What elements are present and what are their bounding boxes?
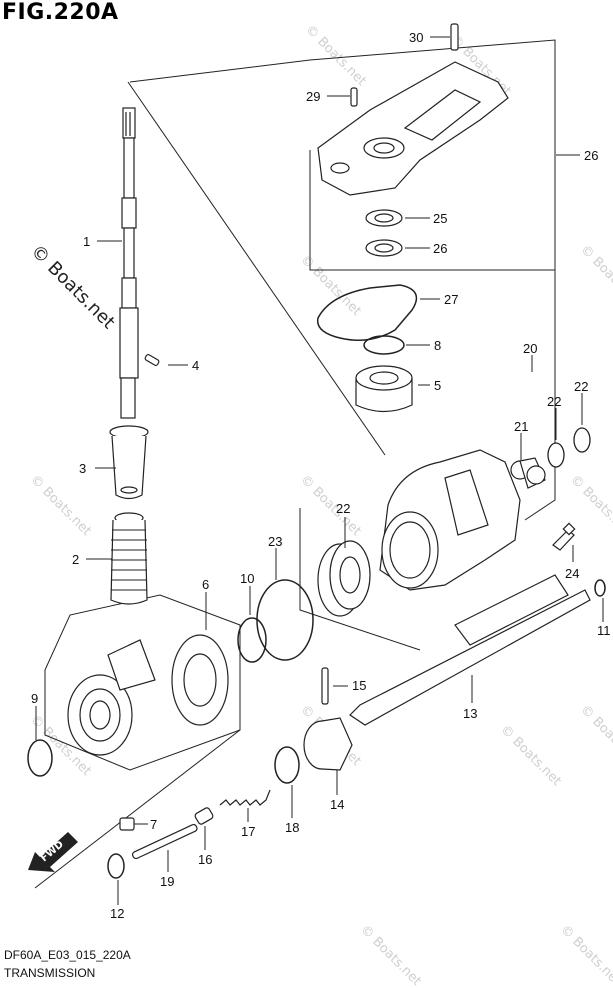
part-drive-shaft — [119, 107, 139, 419]
watermark-faint: © Boats.net — [27, 472, 94, 539]
figure-title: FIG.220A — [2, 0, 119, 25]
part-o-ring-8 — [363, 335, 405, 355]
part-clutch-dog — [303, 717, 353, 771]
part-ring-18 — [274, 746, 300, 784]
watermark-faint: © Boats.net — [497, 722, 564, 789]
callout-11: 11 — [597, 623, 611, 638]
callout-15: 15 — [352, 678, 366, 693]
callout-22b: 22 — [574, 379, 588, 394]
part-pin-30 — [450, 23, 459, 51]
perspective-frames — [34, 39, 556, 889]
callout-4: 4 — [192, 358, 199, 373]
part-sleeve — [109, 425, 149, 500]
watermark-faint: © Boats.net — [577, 242, 613, 309]
callout-12: 12 — [110, 906, 124, 921]
callout-24: 23 — [268, 534, 282, 549]
part-circlip — [594, 579, 606, 597]
part-shim — [547, 442, 565, 468]
part-shift-rod — [131, 823, 198, 860]
part-propeller-shaft — [349, 574, 591, 726]
part-gear-set — [67, 634, 229, 756]
callout-25: 24 — [565, 566, 579, 581]
callout-14: 14 — [330, 797, 344, 812]
callout-20: 20 — [523, 341, 537, 356]
part-mounting-plate — [317, 61, 509, 196]
callout-13: 13 — [463, 706, 477, 721]
watermark-faint: © Boats.net — [297, 472, 364, 539]
part-pinion-housing — [379, 449, 521, 591]
fwd-direction-arrow: FWD — [28, 832, 78, 872]
figure-section-title: TRANSMISSION — [4, 966, 96, 980]
watermark-faint: © Boats.net — [577, 702, 613, 769]
callout-leaders — [35, 36, 604, 905]
callout-8: 8 — [434, 338, 441, 353]
part-nut — [119, 817, 135, 831]
callout-16: 16 — [198, 852, 212, 867]
callout-10: 10 — [240, 571, 254, 586]
part-oil-seal — [365, 239, 403, 257]
callout-6: 6 — [202, 577, 209, 592]
part-gasket — [316, 284, 418, 341]
part-pin-29 — [350, 87, 358, 107]
figure-code: DF60A_E03_015_220A — [4, 948, 131, 962]
callout-5: 5 — [434, 378, 441, 393]
part-oil-seal — [365, 209, 403, 227]
callout-7: 7 — [150, 817, 157, 832]
part-bellows-boot — [110, 512, 148, 605]
part-spring — [219, 789, 271, 806]
watermark-faint: © Boats.net — [357, 922, 424, 988]
part-washer-12 — [107, 853, 125, 879]
callout-numbers: 1 4 3 2 6 9 7 10 23 22 20 21 22 22 24 11… — [31, 30, 611, 921]
part-pin-15 — [321, 667, 329, 705]
callout-28: 27 — [444, 292, 458, 307]
watermark-primary: © Boats.net — [26, 241, 118, 333]
watermark-faint: © Boats.net — [557, 922, 613, 988]
callout-27: 25 — [433, 211, 447, 226]
callout-2: 2 — [72, 552, 79, 567]
callout-29: 29 — [306, 89, 320, 104]
callout-26: 26 — [584, 148, 598, 163]
callout-23: 22 — [336, 501, 350, 516]
callout-18: 18 — [285, 820, 299, 835]
callout-3: 3 — [79, 461, 86, 476]
callout-17: 17 — [241, 824, 255, 839]
callout-27b: 26 — [433, 241, 447, 256]
callout-22: 22 — [547, 394, 561, 409]
part-washer-9 — [27, 739, 53, 777]
part-bearing-23 — [317, 540, 371, 617]
callout-1: 1 — [83, 234, 90, 249]
watermark-faint: © Boats.net — [297, 252, 364, 319]
part-o-ring-10 — [237, 617, 267, 663]
part-key — [144, 354, 160, 366]
part-shim — [573, 427, 591, 453]
part-shift-slider — [194, 807, 214, 825]
callout-9: 9 — [31, 691, 38, 706]
part-bolt — [552, 522, 576, 551]
callout-30: 30 — [409, 30, 423, 45]
part-needle-bearing — [510, 457, 546, 489]
callout-21: 21 — [514, 419, 528, 434]
callout-19: 19 — [160, 874, 174, 889]
part-bearing-5 — [355, 365, 413, 413]
